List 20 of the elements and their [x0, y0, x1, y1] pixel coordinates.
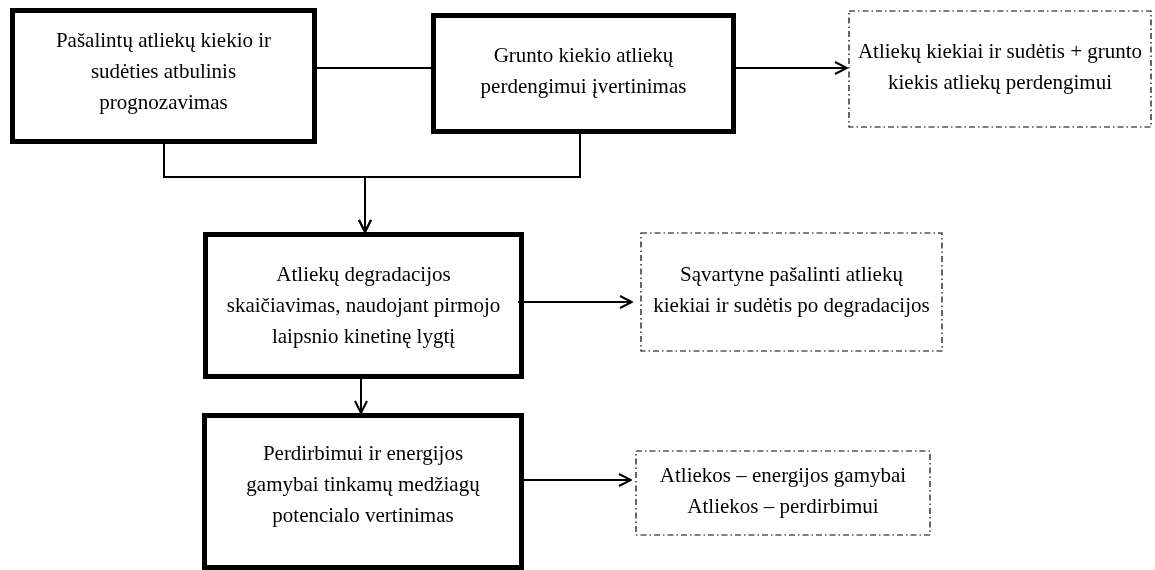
process-box [431, 13, 736, 134]
box-text: Atliekų kiekiai ir sudėtis + grunto kiekis atliekų perdengimui [856, 38, 1144, 96]
process-box [10, 8, 317, 144]
box-text: Sąvartyne pašalinti atliekų kiekiai ir sudėtis po degradacijos [652, 261, 931, 319]
arrow [358, 133, 581, 233]
output-box [848, 10, 1152, 128]
arrow [735, 61, 848, 75]
process-box [202, 413, 524, 570]
connector-line [316, 67, 432, 69]
box-text: Grunto kiekio atliekų perdengimui įvertinimas [479, 41, 688, 100]
arrow [517, 295, 633, 309]
output-box [640, 232, 943, 352]
arrow [523, 473, 632, 487]
box-text: Atliekos – energijos gamybai Atliekos – perdirbimui [658, 462, 908, 520]
output-box [635, 450, 931, 536]
box-text: Perdirbimui ir energijos gamybai tinkamų medžiagų potencialo vertinimas [245, 440, 481, 529]
process-box [203, 232, 524, 379]
box-text: Pašalintų atliekų kiekio ir sudėties atbulinis prognozavimas [54, 26, 273, 116]
box-text: Atliekų degradacijos skaičiavimas, naudojant pirmojo laipsnio kinetinę lygtį [225, 261, 502, 350]
arrow [354, 378, 368, 414]
